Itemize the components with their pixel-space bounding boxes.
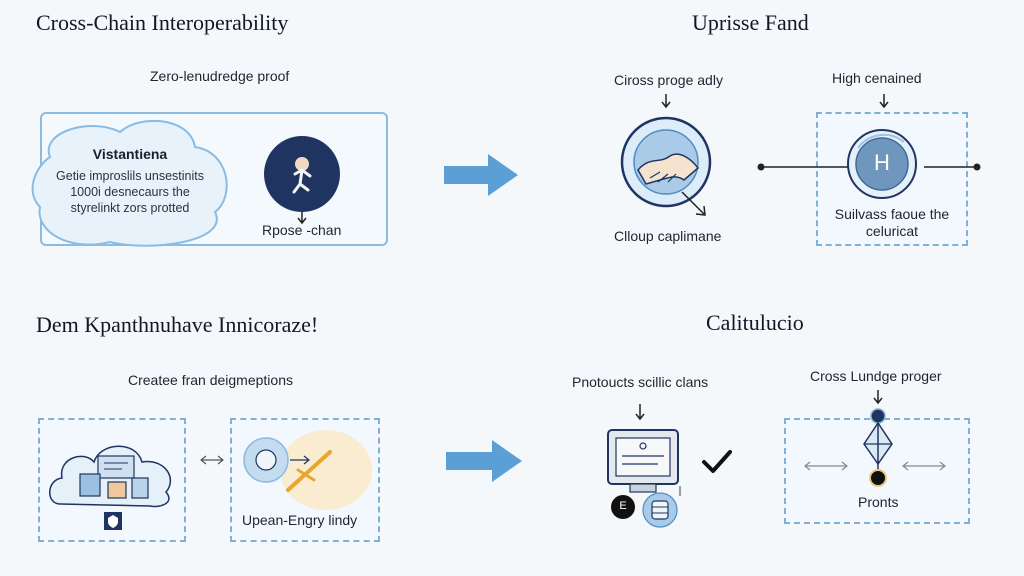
arrow-down-icon: [635, 404, 645, 421]
caption-cloud-compliance: Clloup caplimane: [614, 228, 722, 244]
section-title-calitulucio: Calitulucio: [706, 310, 804, 335]
node-label-rpose-chan: Rpose -chan: [262, 222, 342, 238]
cloud-text-line-2: 1000i desnecaurs the: [70, 185, 190, 199]
subtitle-create-descriptions: Createe fran deigmeptions: [128, 372, 293, 388]
double-arrow-icon: [804, 461, 848, 471]
section-title-uprisse: Uprisse Fand: [692, 10, 809, 35]
cloud-heading: Vistantiena: [92, 146, 168, 162]
runner-node-icon: [264, 136, 340, 212]
arrow-down-icon: [873, 390, 883, 405]
arrow-down-icon: [297, 212, 307, 225]
arrow-down-icon: [661, 94, 671, 109]
cloud-shape: [31, 119, 228, 247]
h-node-icon: [847, 129, 917, 199]
cloud-text-line-1: Getie improslils unsestinits: [56, 169, 204, 183]
computer-monitor-icon: [607, 429, 679, 493]
flow-arrow-right-icon: [444, 154, 518, 196]
double-arrow-icon: [200, 455, 224, 465]
caption-cross-progress: Ciross proge adly: [614, 72, 723, 88]
shield-badge-icon: [104, 512, 122, 530]
panel-text-line-2: celuricat: [865, 223, 919, 239]
panel-text-line-1: Suilvass faoue the: [834, 206, 950, 222]
checkmark-icon: [702, 450, 732, 473]
label-pronts: Pronts: [858, 494, 899, 510]
small-arrow-icon: [679, 486, 681, 496]
cloud-devices-icon: [49, 445, 172, 508]
caption-products: Pnotoucts scillic clans: [572, 374, 709, 390]
double-arrow-icon: [902, 461, 946, 471]
energy-glow-icon: [243, 430, 372, 510]
database-icon: [642, 492, 678, 528]
handshake-globe-icon: [620, 116, 712, 208]
subtitle-zero-knowledge: Zero-lenudredge proof: [150, 68, 290, 84]
caption-high-contained: High cenained: [832, 70, 922, 86]
section-title-cross-chain: Cross-Chain Interoperability: [36, 10, 289, 35]
label-open-energy: Upean-Engry lindy: [242, 512, 358, 528]
connector-line-horizontal: [757, 163, 981, 171]
h-node-letter: H: [874, 150, 890, 175]
diagonal-arrow-icon: [681, 191, 706, 216]
badge-letter: E: [619, 500, 627, 512]
cloud-text-line-3: styrelinkt zors protted: [70, 201, 190, 215]
network-nodes-icon: [863, 408, 893, 487]
section-title-dem: Dem Kpanthnuhave Innicoraze!: [36, 312, 319, 337]
caption-cross-lundge: Cross Lundge proger: [810, 368, 942, 384]
arrow-down-icon: [879, 94, 889, 109]
flow-arrow-right-icon: [446, 440, 522, 482]
badge-circle-icon: [611, 495, 635, 519]
